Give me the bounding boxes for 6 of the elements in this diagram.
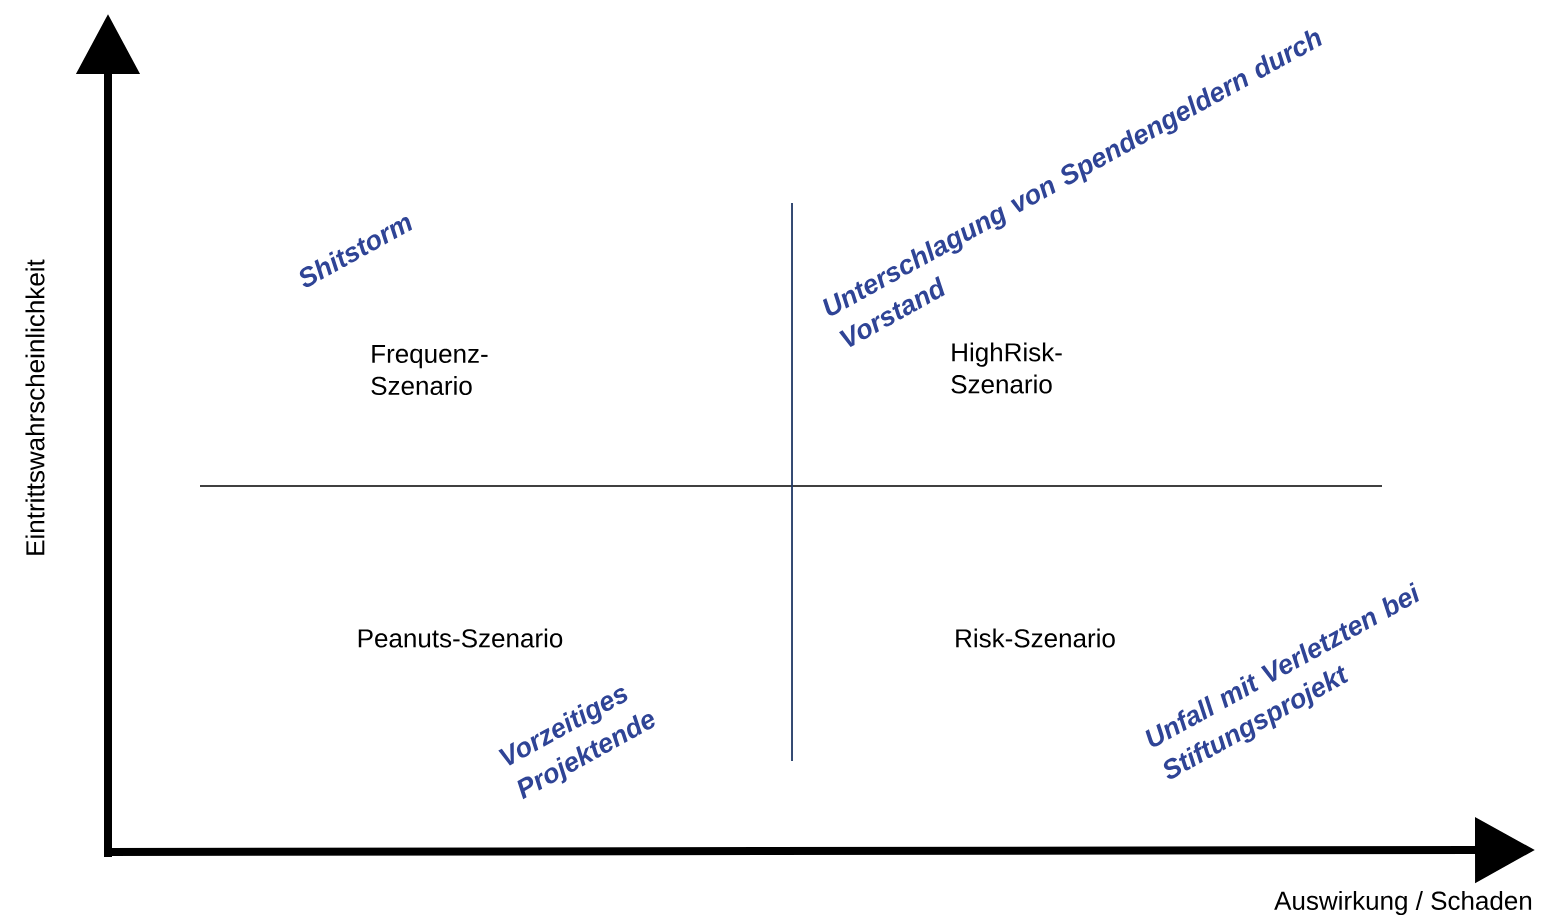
axis-label: Eintrittswahrscheinlichkeit — [25, 259, 45, 555]
quadrant-label: HighRisk- Szenario — [951, 342, 1062, 394]
quadrant-label: Risk-Szenario — [956, 628, 1115, 648]
quadrant-label: Peanuts-Szenario — [358, 628, 563, 648]
quadrant-label: Frequenz- Szenario — [371, 344, 488, 396]
axis-label: Auswirkung / Schaden — [1274, 890, 1532, 916]
